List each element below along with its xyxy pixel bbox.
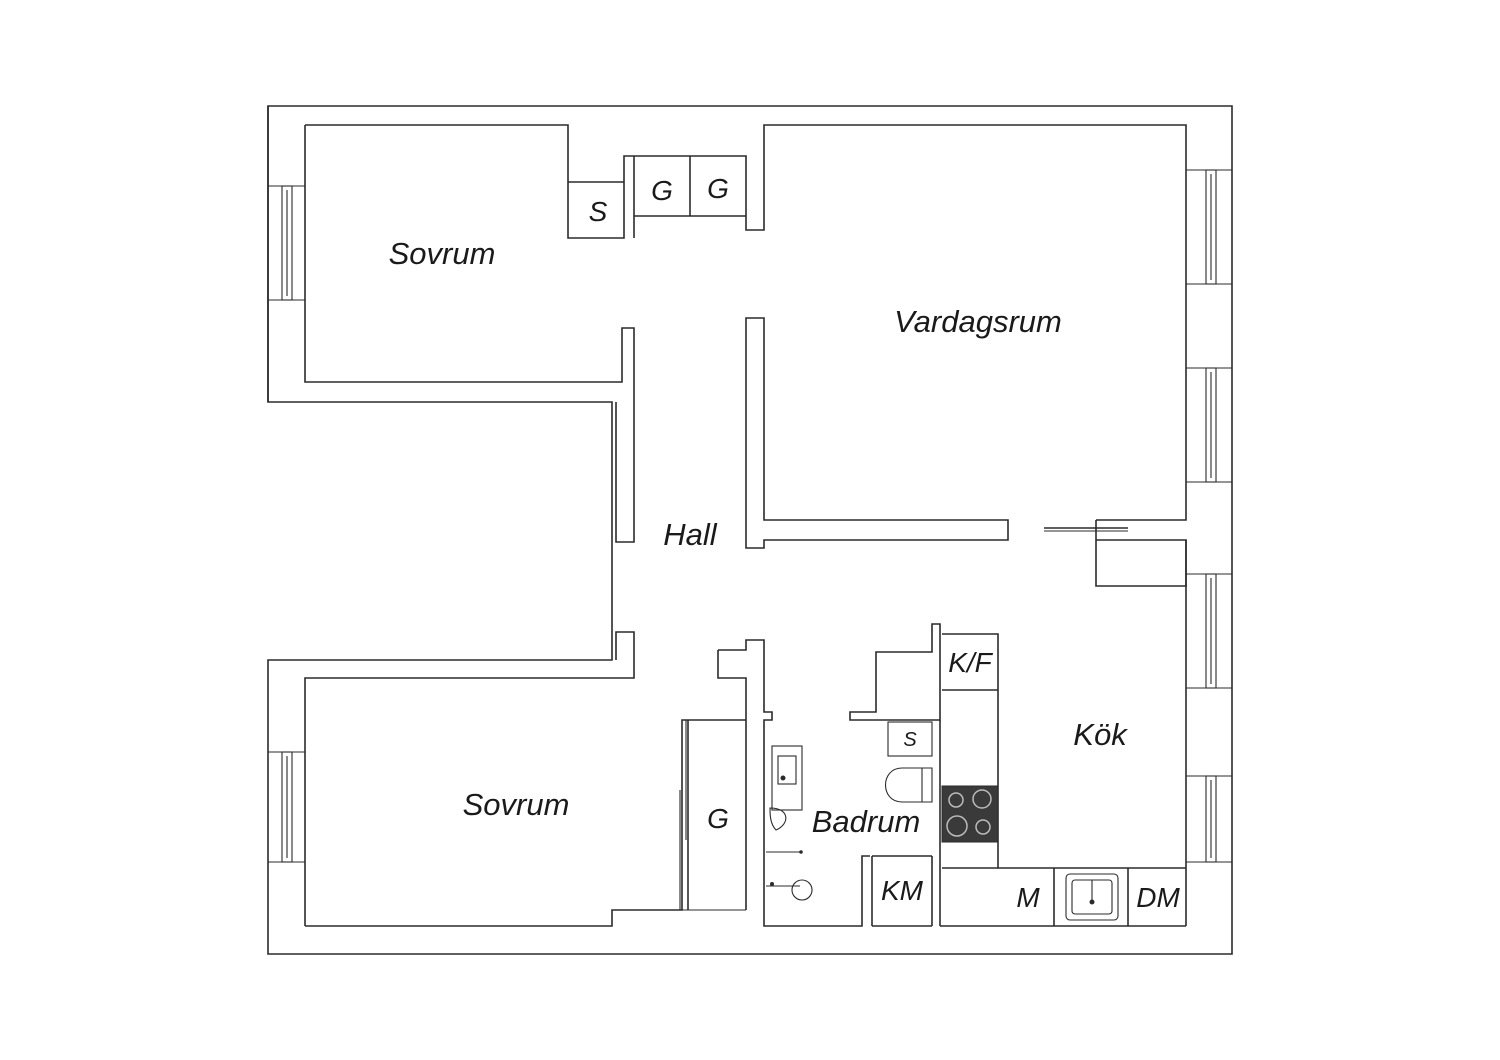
- window-left-bottom: [268, 751, 305, 863]
- room-label-sovrum-top: Sovrum: [389, 236, 496, 271]
- fixture-label-g-top-2: G: [707, 173, 729, 204]
- room-label-hall: Hall: [663, 517, 718, 552]
- window-right-4: [1186, 775, 1232, 863]
- fixture-label-dm: DM: [1136, 882, 1180, 913]
- window-left-top: [268, 185, 305, 301]
- fixture-label-g-bottom: G: [707, 803, 729, 834]
- fixture-label-m: M: [1016, 882, 1040, 913]
- fixture-label-kf: K/F: [948, 647, 993, 678]
- room-label-vardagsrum: Vardagsrum: [894, 304, 1062, 339]
- fixture-label-s-top: S: [589, 196, 608, 227]
- stove: [941, 785, 999, 843]
- room-label-kok: Kök: [1073, 717, 1128, 752]
- kitchen-sink: [1065, 873, 1119, 921]
- windows: [268, 169, 1232, 863]
- fixture-label-km: KM: [881, 875, 924, 906]
- outer-walls: [267, 105, 1233, 955]
- kitchen-walls: [939, 633, 1186, 927]
- bathroom-fixtures: [766, 721, 933, 901]
- window-right-2: [1186, 367, 1232, 483]
- window-right-3: [1186, 573, 1232, 689]
- room-label-sovrum-bottom: Sovrum: [463, 787, 570, 822]
- room-label-badrum: Badrum: [812, 804, 921, 839]
- bedroom-bottom-walls: [304, 631, 746, 927]
- window-right-1: [1186, 169, 1232, 285]
- bathroom-walls: [717, 623, 941, 927]
- fixture-label-g-top-1: G: [651, 175, 673, 206]
- fixture-label-s-bath: S: [903, 729, 917, 751]
- bedroom-top-walls: [305, 124, 1187, 521]
